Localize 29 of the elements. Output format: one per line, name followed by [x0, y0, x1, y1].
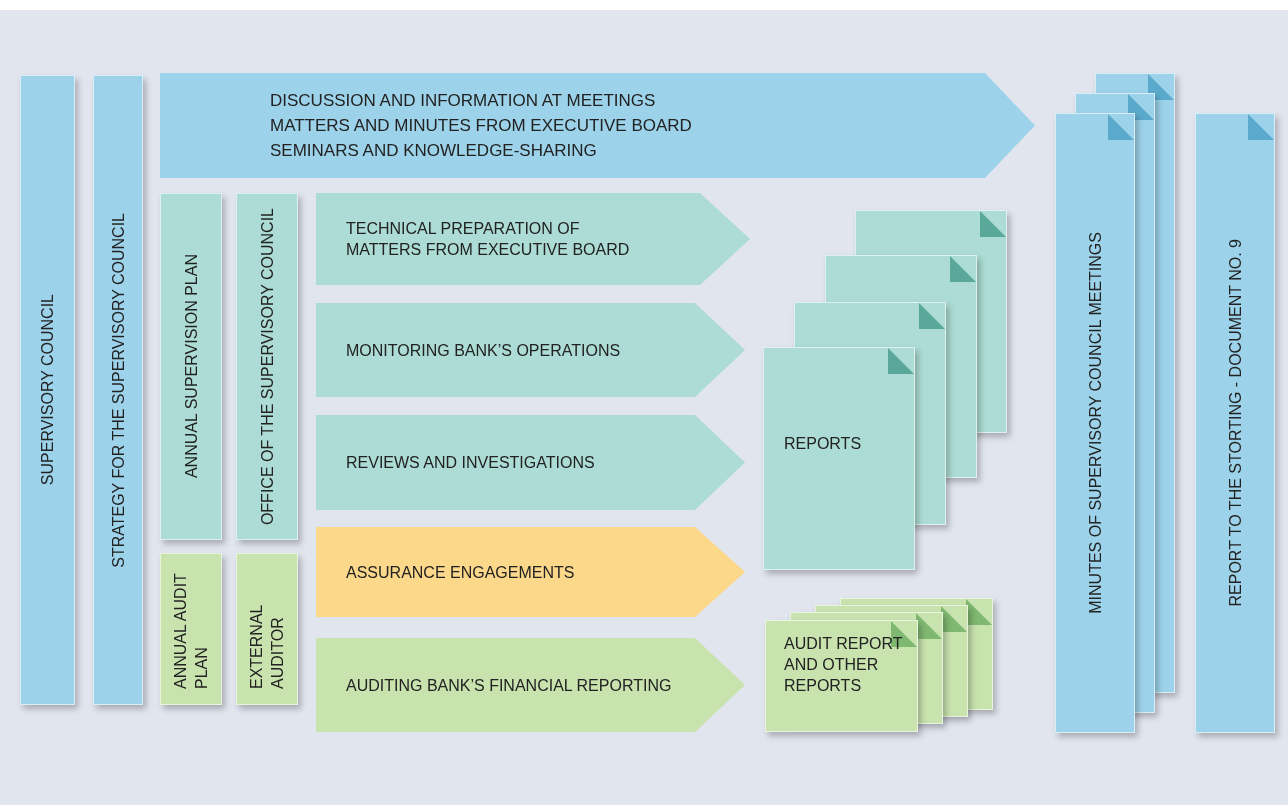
vertical-label: OFFICE OF THE SUPERVISORY COUNCIL	[257, 207, 277, 526]
arrow-banner	[160, 73, 1035, 178]
vertical-bar	[160, 553, 222, 705]
vertical-label: STRATEGY FOR THE SUPERVISORY COUNCIL	[108, 212, 128, 568]
vertical-bar	[236, 553, 298, 705]
vertical-label: EXTERNAL AUDITOR	[247, 604, 287, 689]
document	[1055, 113, 1135, 733]
vertical-label: SUPERVISORY COUNCIL	[38, 294, 57, 486]
box-label: ASSURANCE ENGAGEMENTS	[346, 562, 576, 583]
vertical-label: MINUTES OF SUPERVISORY COUNCIL MEETINGS	[1085, 232, 1105, 614]
document	[765, 620, 918, 732]
box-label: TECHNICAL PREPARATION OF MATTERS FROM EXECUTIVE BOARD	[346, 219, 631, 260]
vertical-label: ANNUAL SUPERVISION PLAN	[181, 254, 201, 479]
document-label: REPORTS	[784, 434, 862, 454]
box-label: MATTERS AND MINUTES FROM EXECUTIVE BOARD	[270, 115, 693, 137]
document	[1195, 113, 1275, 733]
box-label: MONITORING BANK’S OPERATIONS	[346, 340, 622, 361]
box-label: REVIEWS AND INVESTIGATIONS	[346, 453, 596, 473]
vertical-label: ANNUAL AUDIT PLAN	[171, 572, 211, 689]
vertical-bar	[160, 193, 222, 540]
vertical-label: REPORT TO THE STORTING - DOCUMENT NO. 9	[1225, 239, 1245, 607]
box-label: DISCUSSION AND INFORMATION AT MEETINGS	[270, 90, 657, 112]
box-label: SEMINARS AND KNOWLEDGE-SHARING	[270, 140, 598, 162]
box-label: AUDITING BANK’S FINANCIAL REPORTING	[346, 675, 673, 696]
vertical-bar	[236, 193, 298, 540]
vertical-bar	[20, 75, 75, 705]
vertical-bar	[93, 75, 143, 705]
document	[763, 347, 915, 570]
document-label: AUDIT REPORT AND OTHER REPORTS	[784, 634, 904, 696]
